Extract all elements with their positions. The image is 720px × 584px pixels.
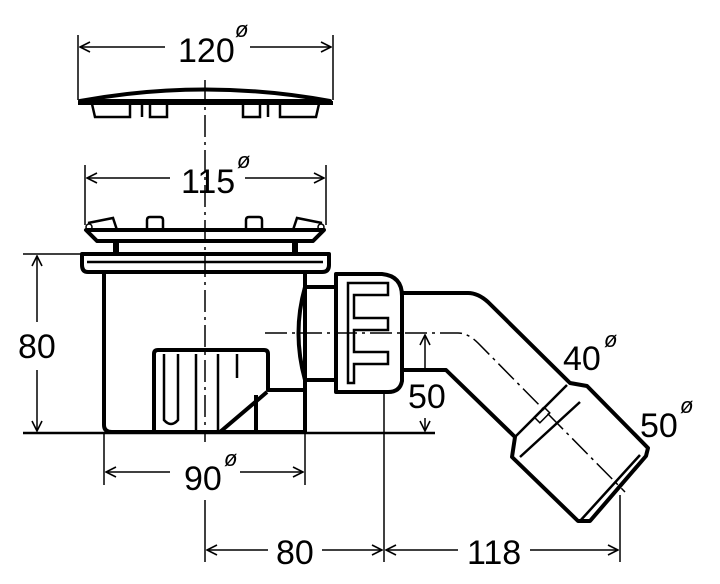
pipe-reach-dimension: 118	[386, 495, 621, 572]
diameter-symbol: ø	[235, 17, 248, 42]
grate-diameter-dimension: 115 ø	[84, 148, 327, 225]
pipe-inner-diameter-label: 40	[563, 340, 601, 378]
diameter-symbol: ø	[604, 327, 617, 352]
height-dimension: 80	[18, 256, 56, 431]
body-diameter-dimension: 90 ø	[103, 380, 306, 498]
pipe-outer-diameter-label: 50	[640, 407, 678, 445]
grate	[84, 215, 326, 253]
diameter-symbol: ø	[224, 446, 237, 471]
cover-plate	[78, 87, 333, 119]
grate-diameter-label: 115	[181, 163, 235, 201]
height-label: 80	[18, 328, 56, 366]
outlet-height-dimension: 50	[408, 335, 446, 431]
outlet-height-label: 50	[408, 378, 446, 416]
diameter-symbol: ø	[237, 148, 250, 173]
cover-diameter-label: 120	[178, 32, 235, 70]
outlet-fitting	[265, 272, 650, 523]
cover-diameter-dimension: 120 ø	[77, 17, 334, 100]
body-diameter-label: 90	[184, 460, 222, 498]
outlet-offset-dimension: 80	[204, 392, 385, 572]
outlet-offset-label: 80	[276, 534, 314, 572]
pipe-reach-label: 118	[467, 534, 521, 572]
diameter-symbol: ø	[680, 393, 693, 418]
